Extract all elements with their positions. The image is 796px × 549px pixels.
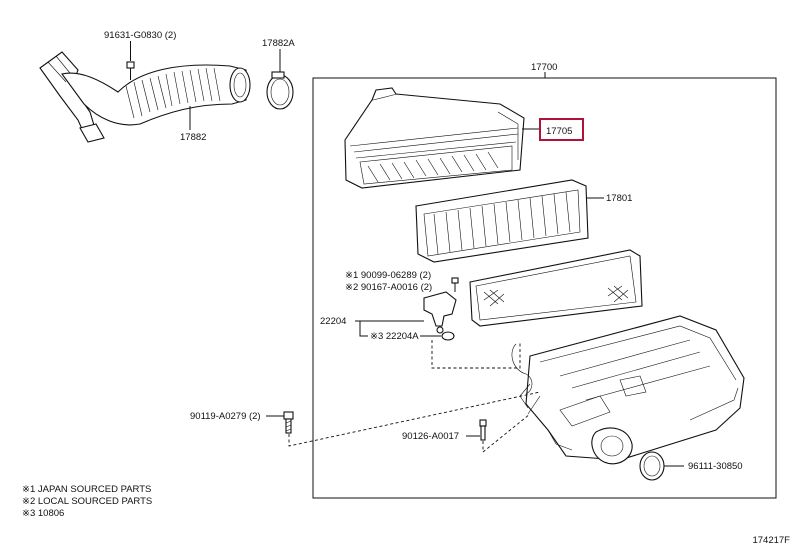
air-cleaner-cap-17705[interactable] bbox=[344, 87, 525, 189]
label-90119: 90119-A0279 (2) bbox=[190, 411, 261, 422]
clamp-17882A-icon[interactable] bbox=[266, 49, 294, 110]
bolt-90126-icon[interactable] bbox=[479, 419, 487, 441]
bolt-91631-icon[interactable] bbox=[126, 41, 135, 80]
label-90167: ※2 90167-A0016 (2) bbox=[345, 282, 432, 293]
gasket-plate[interactable] bbox=[469, 249, 643, 327]
dash-bolt-90126 bbox=[482, 413, 531, 453]
air-hose-17882[interactable] bbox=[39, 51, 251, 143]
bolt-90119-icon[interactable] bbox=[283, 411, 294, 434]
air-cleaner-case[interactable] bbox=[511, 315, 745, 465]
label-91631: 91631-G0830 (2) bbox=[104, 30, 176, 41]
note-local-sourced: ※2 LOCAL SOURCED PARTS bbox=[22, 496, 153, 507]
label-17700: 17700 bbox=[531, 62, 557, 73]
dash-bolt-90119 bbox=[288, 391, 541, 447]
o-ring-22204A-icon[interactable] bbox=[441, 331, 455, 341]
mass-air-flow-sensor-22204[interactable] bbox=[423, 291, 457, 334]
figure-id: 174217F bbox=[752, 535, 790, 546]
label-17882: 17882 bbox=[180, 132, 206, 143]
leader-22204 bbox=[355, 320, 424, 337]
part-17705-highlight[interactable] bbox=[539, 118, 584, 141]
label-22204: 22204 bbox=[320, 316, 346, 327]
filter-element-17801[interactable] bbox=[415, 179, 589, 263]
label-96111: 96111-30850 bbox=[688, 461, 743, 472]
label-90126: 90126-A0017 bbox=[402, 431, 459, 442]
note-10806: ※3 10806 bbox=[22, 508, 65, 519]
screw-90099-icon[interactable] bbox=[451, 277, 459, 292]
note-japan-sourced: ※1 JAPAN SOURCED PARTS bbox=[22, 484, 152, 495]
label-90099: ※1 90099-06289 (2) bbox=[345, 270, 431, 281]
clamp-96111-icon[interactable] bbox=[639, 451, 665, 481]
dash-sensor-to-case bbox=[431, 340, 521, 369]
label-17705[interactable]: 17705 bbox=[546, 126, 572, 137]
label-17882A: 17882A bbox=[262, 38, 295, 49]
legend-notes: ※1 JAPAN SOURCED PARTS ※2 LOCAL SOURCED … bbox=[22, 484, 152, 520]
label-22204A: ※3 22204A bbox=[370, 331, 419, 342]
label-17801: 17801 bbox=[606, 193, 632, 204]
